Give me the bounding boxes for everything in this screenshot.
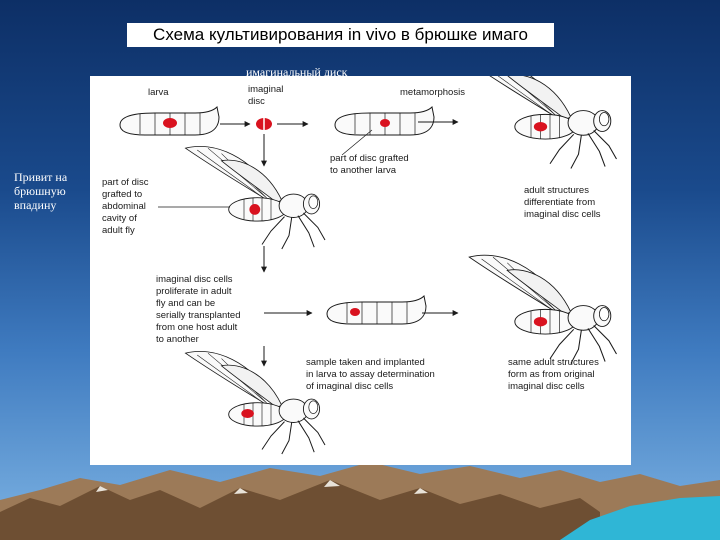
fly-adult-2 [468, 254, 618, 365]
diagram-panel: larva imaginal disc metamorphosis part o… [90, 76, 631, 465]
larva-1 [119, 106, 220, 136]
fly-host-2 [185, 350, 326, 455]
imaginal-disc-red [256, 117, 272, 131]
label-larva: larva [148, 87, 169, 98]
label-proliferate: imaginal disc cells proliferate in adult… [156, 274, 243, 345]
label-same-structures: same adult structures form as from origi… [508, 357, 601, 392]
larva-2 [334, 106, 435, 136]
transplant-callout: Привит на брюшную впадину [14, 170, 68, 212]
fly-host-1 [185, 145, 326, 250]
label-adult-structures: adult structures differentiate from imag… [524, 185, 601, 220]
sea [560, 496, 720, 540]
label-sample-taken: sample taken and implanted in larva to a… [306, 357, 437, 392]
larva-3 [326, 295, 427, 325]
arrow-disc-pointer [341, 129, 373, 156]
label-metamorphosis: metamorphosis [400, 87, 465, 98]
imaginal-disc-callout: имагинальный диск [246, 65, 348, 79]
fly-adult-1 [468, 76, 618, 170]
label-part-grafted-abdomen: part of disc grafted to abdominal cavity… [102, 177, 151, 236]
slide-title: Схема культивирования in vivo в брюшке и… [127, 23, 554, 47]
label-imaginal-disc: imaginal disc [248, 84, 286, 107]
label-part-grafted-larva: part of disc grafted to another larva [330, 153, 411, 176]
near-mountains [0, 480, 600, 540]
